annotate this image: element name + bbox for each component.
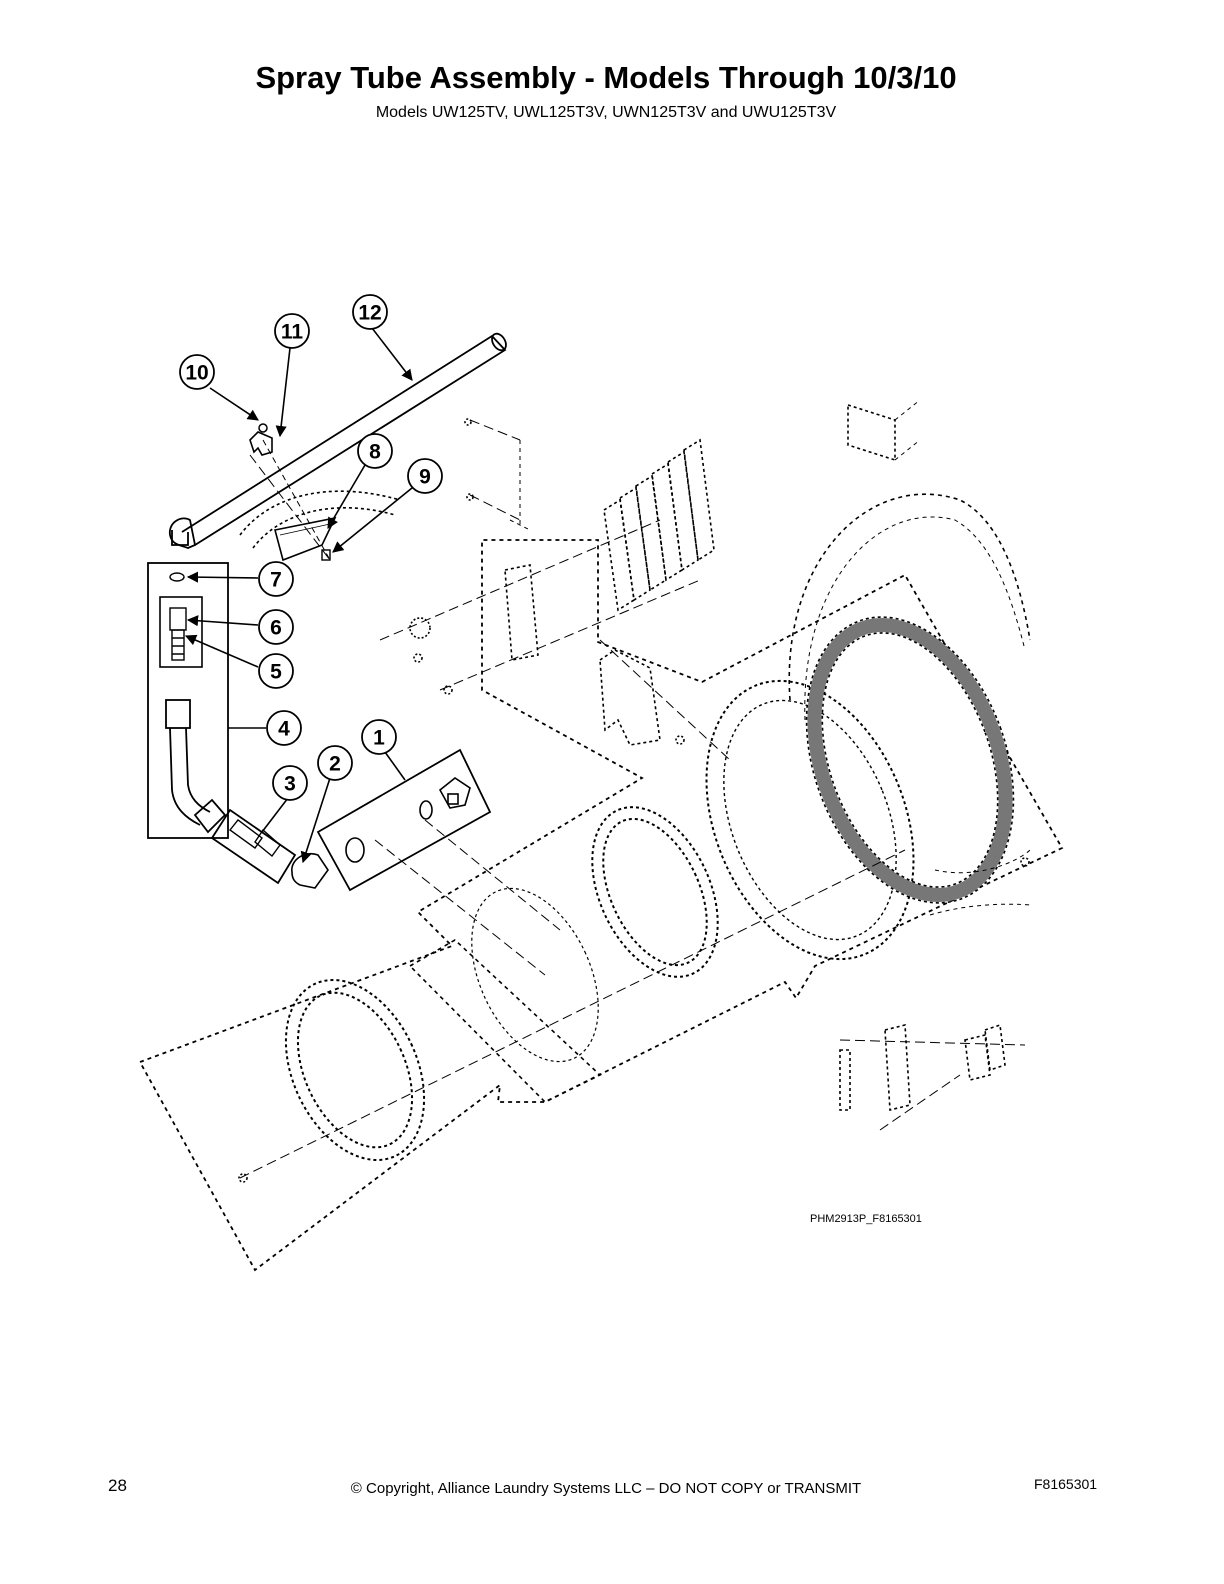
- part-1-washer: [345, 837, 365, 863]
- leader-5: [184, 634, 259, 668]
- part-2-elbow: [291, 853, 329, 889]
- leader-10: [209, 387, 259, 421]
- callout-circle-11: [274, 313, 310, 349]
- leader-12: [371, 327, 413, 381]
- callout-circle-10: [179, 354, 215, 390]
- ghost-hinge-assembly: [839, 1023, 1006, 1112]
- callout-circle-9: [407, 458, 443, 494]
- callout-3: 3: [284, 773, 296, 796]
- ghost-door-ring-inner: [296, 991, 414, 1149]
- callout-circle-2: [317, 745, 353, 781]
- part-4-hose: [165, 699, 227, 834]
- part-9-screw: [321, 549, 331, 561]
- callout-circle-8: [357, 433, 393, 469]
- callout-12: 12: [358, 302, 381, 325]
- callout-5: 5: [270, 661, 282, 684]
- callout-circle-12: [352, 294, 388, 330]
- part-1-group-box: [316, 748, 492, 892]
- ghost-front-ring-inner: [723, 699, 897, 941]
- leader-9: [332, 487, 413, 553]
- part-3-group-box: [210, 808, 297, 885]
- ghost-tub-arc-3: [929, 903, 1031, 916]
- ghost-front-ring-outer: [705, 679, 915, 961]
- callout-circle-6: [258, 609, 294, 645]
- drawing-code: PHM2913P_F8165301: [810, 1213, 922, 1225]
- part-12-spray-tube: [169, 332, 507, 549]
- fitting-group-box: [159, 596, 203, 668]
- leader-3: [261, 797, 289, 833]
- callout-circle-3: [272, 765, 308, 801]
- callout-1: 1: [373, 727, 385, 750]
- page-subtitle: Models UW125TV, UWL125T3V, UWN125T3V and…: [375, 104, 837, 121]
- part-1-fitting: [438, 777, 471, 809]
- ghost-glass: [471, 887, 599, 1063]
- part-11-bracket: [249, 431, 273, 456]
- hose-group-box: [147, 562, 229, 839]
- part-1-oring: [419, 800, 433, 820]
- part-7-washer: [169, 572, 185, 582]
- callout-circle-5: [258, 653, 294, 689]
- leader-7: [186, 571, 259, 583]
- ghost-vibration-blocks: [603, 438, 715, 612]
- callout-circle-4: [266, 710, 302, 746]
- ghost-hinge-plate: [599, 649, 661, 746]
- copyright-notice: © Copyright, Alliance Laundry Systems LL…: [350, 1480, 862, 1497]
- ghost-label-plate: [847, 403, 896, 462]
- callout-7: 7: [270, 569, 282, 592]
- ghost-tub-arc-1: [788, 493, 1031, 701]
- part-6-fitting: [169, 607, 187, 661]
- ghost-door-panel: [408, 939, 602, 1103]
- ghost-door-ring-outer: [284, 979, 426, 1161]
- callout-2: 2: [329, 753, 341, 776]
- leader-8: [327, 464, 366, 529]
- ghost-gasket-outer: [591, 806, 719, 978]
- callout-6: 6: [270, 617, 282, 640]
- page-title: Spray Tube Assembly - Models Through 10/…: [255, 60, 957, 95]
- leader-2: [300, 777, 331, 864]
- callout-8: 8: [369, 441, 381, 464]
- part-10-screw: [258, 423, 268, 433]
- door-gasket-band: [807, 618, 1013, 902]
- callout-9: 9: [419, 466, 431, 489]
- document-number: F8165301: [1034, 1476, 1098, 1492]
- ghost-bracket: [504, 564, 539, 661]
- part-3-connector: [228, 819, 281, 858]
- ghost-housing-outline: [138, 539, 1064, 1272]
- callout-circle-7: [258, 561, 294, 597]
- leader-1: [384, 751, 406, 781]
- callout-10: 10: [185, 362, 208, 385]
- callout-circle-1: [361, 719, 397, 755]
- leader-11: [275, 347, 291, 438]
- callout-11: 11: [281, 321, 304, 344]
- leader-6: [186, 615, 259, 627]
- callout-4: 4: [278, 718, 290, 741]
- part-8-nozzle-guard: [274, 516, 337, 562]
- callouts: [179, 294, 443, 801]
- page-number: 28: [108, 1476, 127, 1495]
- ghost-tub-arc-2: [804, 516, 1026, 721]
- ghost-gasket-inner: [602, 817, 708, 967]
